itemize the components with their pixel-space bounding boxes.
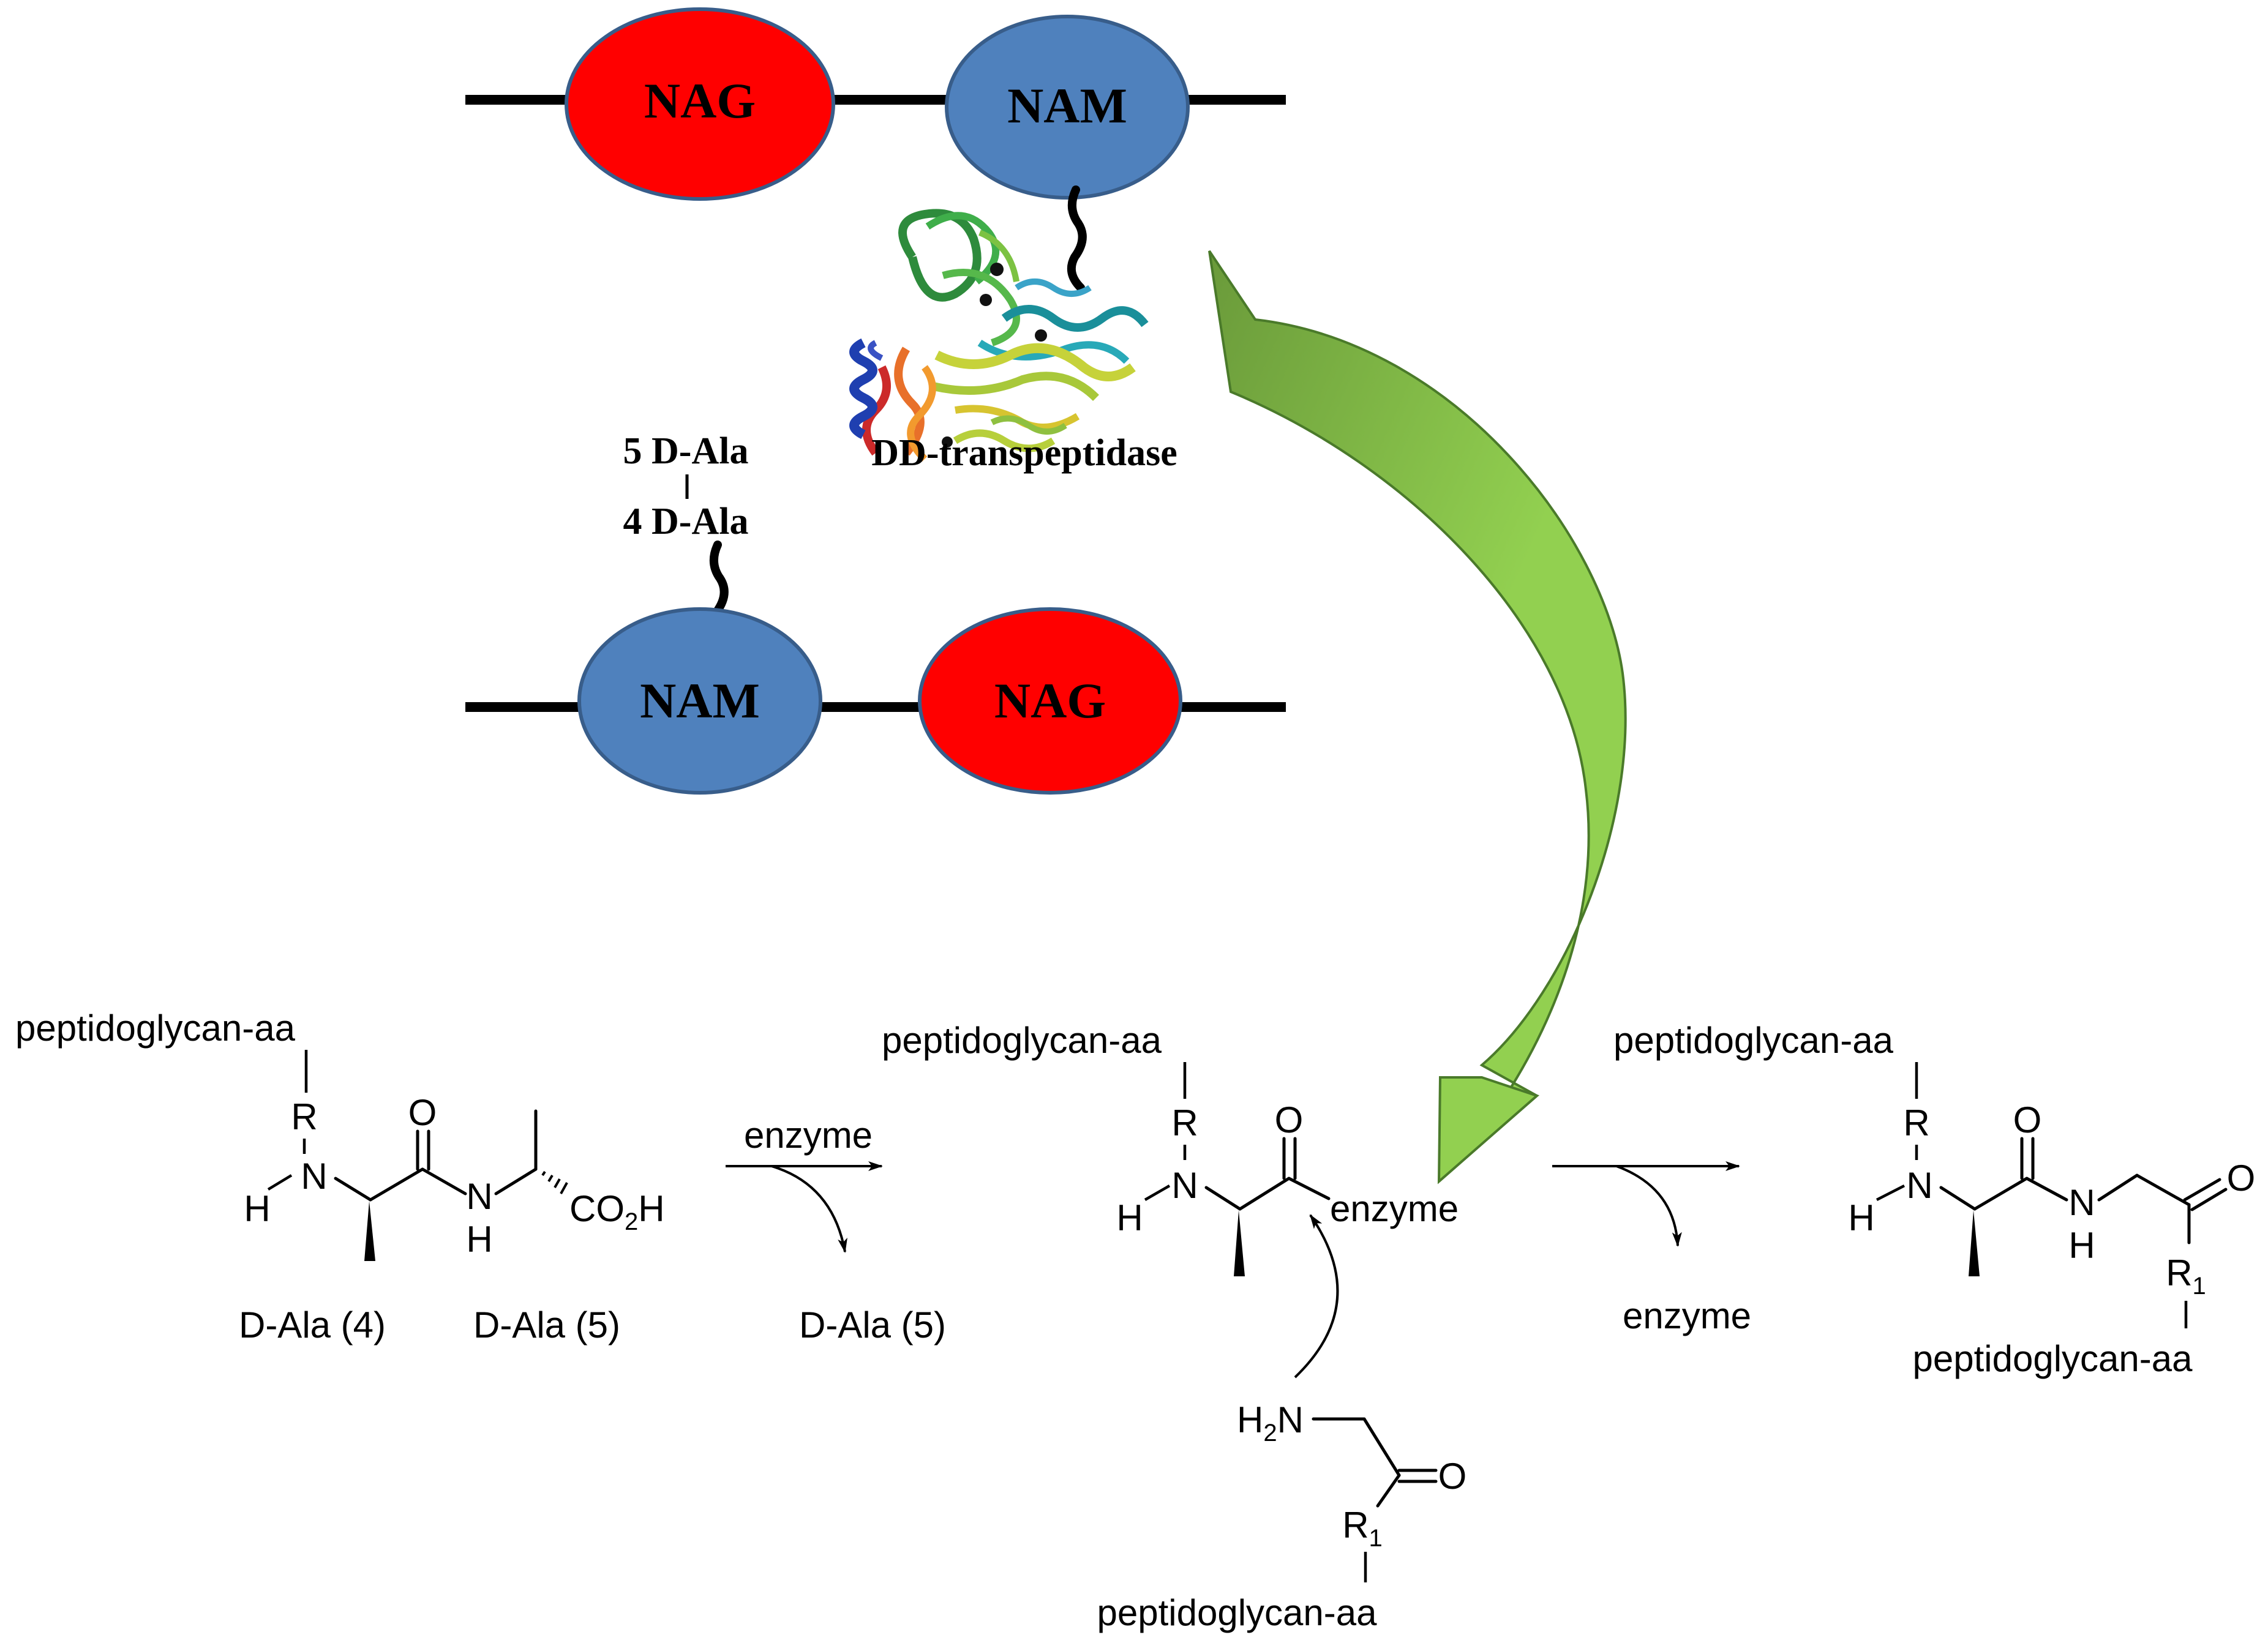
r1-group-nuc: R1 [1342, 1505, 1383, 1552]
bond [2097, 1173, 2139, 1202]
bond [1376, 1473, 1401, 1508]
dd-transpeptidase-structure [849, 209, 1149, 462]
residue-label-4: D-Ala (4) [239, 1304, 386, 1345]
nam-label-bottom: NAM [640, 673, 760, 728]
r-group-2: R [1171, 1102, 1198, 1143]
bond [1144, 1185, 1171, 1201]
peptide-stem-squiggle-top [1067, 185, 1087, 292]
amine-h-1: H [244, 1188, 270, 1229]
bond [2025, 1177, 2068, 1202]
nam-sugar-bottom [577, 607, 822, 795]
d-ala-5-label: 5 D-Ala [623, 430, 749, 472]
bond [369, 1167, 424, 1202]
carbonyl-o-nuc: O [1438, 1456, 1467, 1497]
crosslinked-product: peptidoglycan-aa R N H O N H O R1 peptid… [1613, 1020, 2255, 1379]
amide-n-1: N [466, 1176, 492, 1217]
wedge-bond [1969, 1210, 1980, 1276]
reaction-flow-arrowhead [1437, 1076, 1539, 1185]
nam-sugar-top [945, 15, 1190, 200]
amine-n-1: N [301, 1156, 327, 1197]
nag-sugar-bottom [918, 607, 1182, 795]
carbonyl-o-3b: O [2227, 1158, 2256, 1199]
step2-reaction-arrow: enzyme [1552, 1161, 1751, 1336]
r1-group-3: R1 [2166, 1252, 2206, 1300]
step2-byproduct: enzyme [1623, 1295, 1751, 1336]
acyl-enzyme-intermediate: peptidoglycan-aa R N H O enzyme [882, 1020, 1459, 1379]
amine-h-2: H [1116, 1197, 1143, 1238]
chain-label-1: peptidoglycan-aa [15, 1008, 296, 1049]
r-group-3: R [1903, 1102, 1929, 1143]
step1-reaction-arrow: enzyme D-Ala (5) [726, 1115, 946, 1345]
hashed-bond [541, 1170, 568, 1194]
step1-byproduct-arrow [771, 1165, 847, 1253]
step1-byproduct: D-Ala (5) [799, 1304, 946, 1345]
bond [1204, 1186, 1242, 1211]
amine-n-3: N [1906, 1165, 1932, 1206]
bottom-glycan-strand: NAM NAG [465, 607, 1286, 795]
amide-n-3: N [2068, 1182, 2095, 1223]
r-group-1: R [291, 1096, 317, 1137]
bond [494, 1167, 538, 1196]
bond [2183, 1178, 2221, 1202]
bond [267, 1174, 293, 1191]
bond [1939, 1186, 1977, 1211]
amine-h2n: H2N [1237, 1399, 1304, 1447]
bond [1362, 1417, 1401, 1477]
carbonyl-o-1: O [408, 1092, 437, 1133]
amide-h-1: H [466, 1219, 492, 1260]
amine-n-2: N [1171, 1165, 1198, 1206]
bond [1238, 1177, 1291, 1211]
carbonyl-o-3a: O [2013, 1099, 2042, 1140]
bond [1876, 1184, 1906, 1202]
chain-label-3b: peptidoglycan-aa [1912, 1338, 2193, 1379]
top-glycan-strand: NAG NAM [465, 7, 1286, 292]
wedge-bond [1234, 1210, 1245, 1276]
chain-label-3: peptidoglycan-aa [1613, 1020, 1894, 1061]
substrate-molecule: peptidoglycan-aa R N H O N H CO2H D-Ala … [15, 1008, 665, 1345]
enzyme-attached: enzyme [1330, 1188, 1459, 1229]
amine-h-3: H [1848, 1197, 1874, 1238]
reaction-flow-arrow [1208, 250, 1627, 1183]
d-ala-4-label: 4 D-Ala [623, 501, 749, 542]
nag-sugar-top [565, 7, 835, 201]
acid-co-1: CO2H [569, 1188, 665, 1235]
nucleophile-molecule: H2N O R1 peptidoglycan-aa [1097, 1399, 1466, 1633]
step1-reagent: enzyme [744, 1115, 873, 1156]
chain-label-2: peptidoglycan-aa [882, 1020, 1162, 1061]
carbonyl-o-2: O [1275, 1099, 1304, 1140]
amide-h-3: H [2068, 1225, 2095, 1266]
bond [334, 1177, 372, 1202]
nucleophilic-attack-arrow [1294, 1214, 1339, 1379]
residue-label-5: D-Ala (5) [473, 1304, 620, 1345]
wedge-bond [364, 1201, 375, 1261]
bond [2190, 1188, 2228, 1211]
bond [1973, 1177, 2029, 1211]
bond [421, 1167, 467, 1196]
nag-label-top: NAG [644, 73, 756, 129]
nam-label-top: NAM [1007, 78, 1127, 133]
bond [1287, 1177, 1331, 1200]
enzyme-name-label: DD-transpeptidase [871, 432, 1177, 474]
bond [2135, 1173, 2191, 1207]
step2-byproduct-arrow [1616, 1165, 1682, 1247]
chain-label-nuc: peptidoglycan-aa [1097, 1592, 1377, 1633]
nag-label-bottom: NAG [994, 673, 1106, 728]
